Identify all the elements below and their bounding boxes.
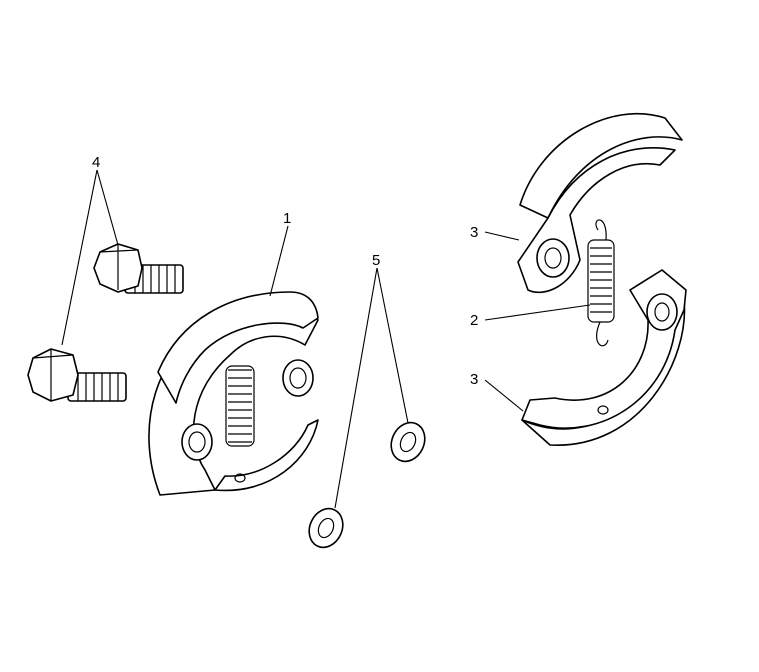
clutch-shoe-upper bbox=[517, 113, 683, 294]
washer-lower bbox=[308, 507, 344, 549]
bolt-lower bbox=[27, 348, 127, 402]
callout-4: 4 bbox=[92, 154, 100, 171]
callout-2: 2 bbox=[470, 312, 478, 329]
washer-upper bbox=[390, 421, 426, 463]
spring bbox=[587, 219, 615, 347]
clutch-assembly bbox=[148, 291, 319, 496]
bolt-upper bbox=[93, 243, 184, 294]
callout-3-upper: 3 bbox=[470, 224, 478, 241]
callout-1: 1 bbox=[283, 210, 291, 227]
callout-5: 5 bbox=[372, 252, 380, 269]
clutch-shoe-lower bbox=[521, 269, 687, 446]
callout-3-lower: 3 bbox=[470, 371, 478, 388]
